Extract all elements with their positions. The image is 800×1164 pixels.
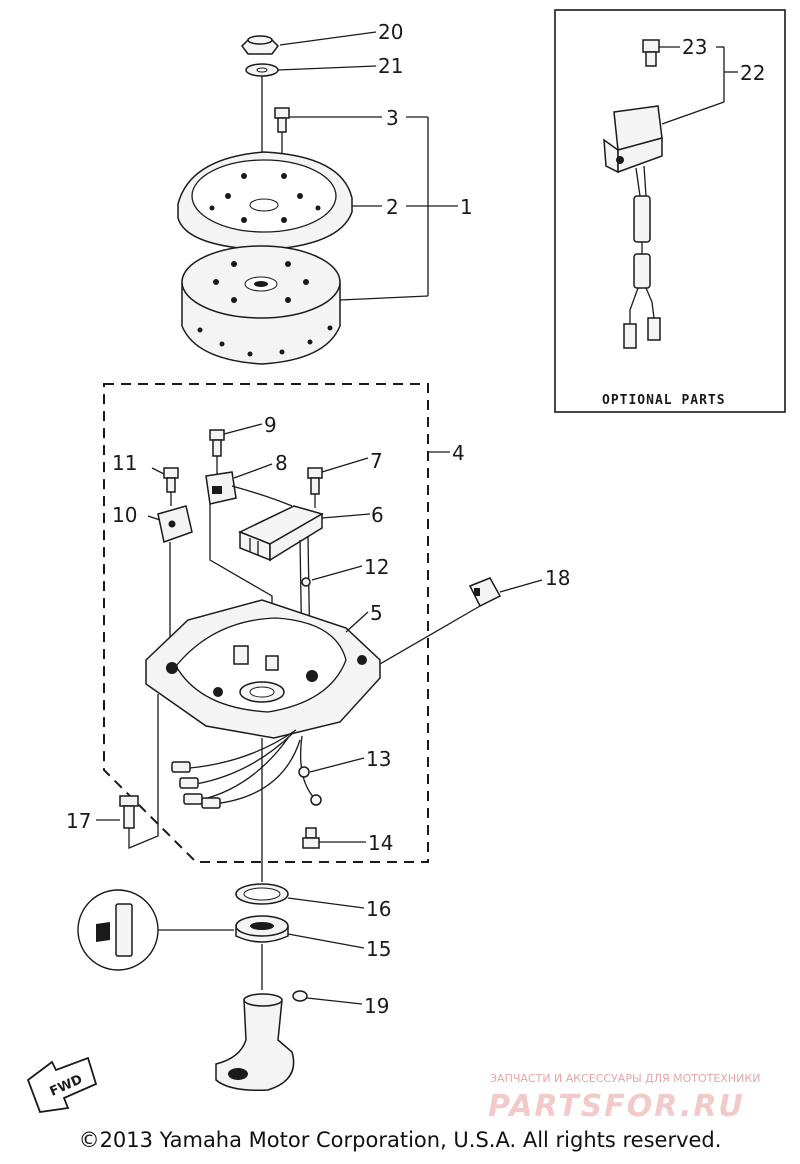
source-coil-6: [238, 505, 324, 562]
callout-19: 19: [364, 994, 389, 1018]
callout-1: 1: [460, 195, 473, 219]
callout-4: 4: [452, 441, 465, 465]
spindle-shaft: [215, 993, 295, 1092]
bolt-23: [642, 39, 660, 67]
screw-7: [307, 467, 323, 495]
optional-unit-22: [603, 105, 663, 349]
wire-harness: [171, 729, 322, 809]
callout-10: 10: [112, 503, 137, 527]
watermark-tagline: ЗАПЧАСТИ И АКСЕССУАРЫ ДЛЯ МОТОТЕХНИКИ: [490, 1072, 760, 1085]
copyright-notice: ©2013 Yamaha Motor Corporation, U.S.A. A…: [78, 1128, 722, 1152]
callout-12: 12: [364, 555, 389, 579]
callout-13: 13: [366, 747, 391, 771]
stator-base-plate-5: [145, 599, 381, 739]
connector-18: [468, 577, 502, 608]
o-ring-16: [235, 883, 289, 905]
callout-14: 14: [368, 831, 393, 855]
oil-seal-15: [235, 915, 289, 943]
washer-21: [245, 63, 279, 77]
flywheel-plate-2: [177, 151, 353, 251]
callout-15: 15: [366, 937, 391, 961]
bolt-17: [119, 795, 139, 829]
callout-5: 5: [370, 601, 383, 625]
callout-16: 16: [366, 897, 391, 921]
optional-parts-box: OPTIONAL PARTS 23 22: [554, 9, 786, 413]
callout-8: 8: [275, 451, 288, 475]
washer-19: [292, 990, 308, 1002]
screw-3: [274, 107, 290, 133]
callout-7: 7: [370, 449, 383, 473]
callout-11: 11: [112, 451, 137, 475]
bolt-11: [163, 467, 179, 493]
callout-6: 6: [371, 503, 384, 527]
callout-20: 20: [378, 20, 403, 44]
charge-coil-8: [205, 471, 237, 505]
pulser-coil-10: [157, 505, 193, 543]
screw-9: [209, 429, 225, 457]
callout-9: 9: [264, 413, 277, 437]
fwd-arrow-icon: FWD: [26, 1056, 98, 1113]
stator-assembly-border: [103, 383, 429, 863]
callout-17: 17: [66, 809, 91, 833]
callout-18: 18: [545, 566, 570, 590]
callout-3: 3: [386, 106, 399, 130]
callout-2: 2: [386, 195, 399, 219]
callout-23: 23: [682, 35, 707, 59]
seal-detail-inset: [77, 889, 234, 971]
screw-14: [302, 827, 320, 849]
flywheel-rotor: [181, 245, 341, 365]
callout-21: 21: [378, 54, 403, 78]
optional-parts-title: OPTIONAL PARTS: [602, 393, 726, 408]
watermark: ЗАПЧАСТИ И АКСЕССУАРЫ ДЛЯ МОТОТЕХНИКИ PA…: [488, 1072, 760, 1124]
nut-20: [241, 35, 279, 55]
callout-22: 22: [740, 61, 765, 85]
watermark-brand: PARTSFOR.RU: [488, 1089, 745, 1124]
